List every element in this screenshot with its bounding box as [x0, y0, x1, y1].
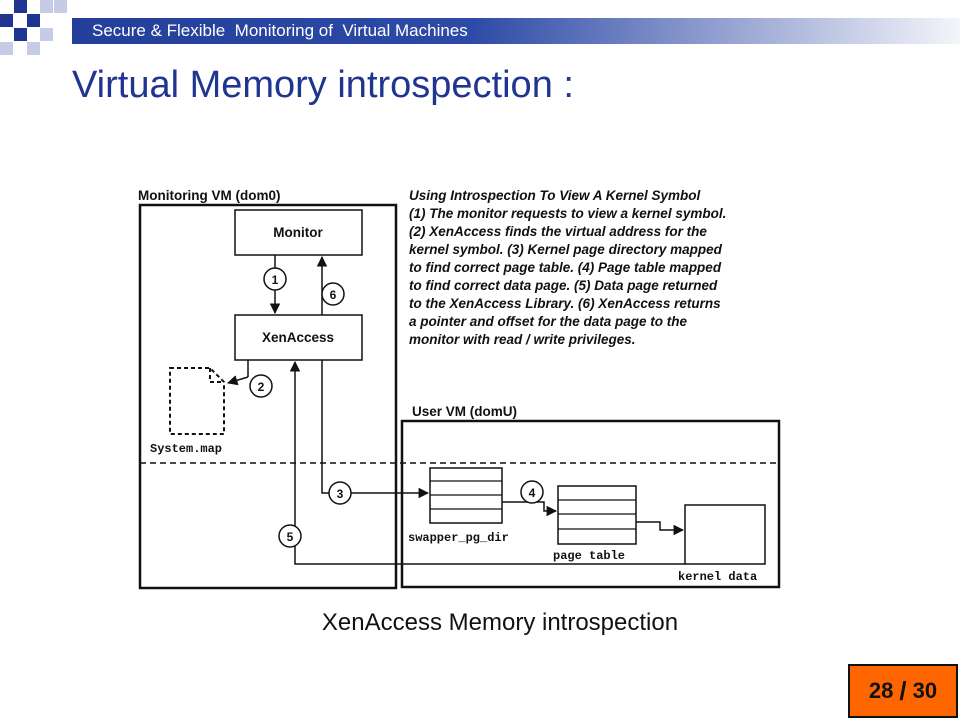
dom0-box [138, 203, 398, 590]
step-4-marker [520, 480, 544, 504]
page-number-badge: 28 / 30 [848, 664, 958, 718]
description-line: monitor with read / write privileges. [409, 332, 636, 347]
page-separator: / [899, 675, 907, 706]
description-line: kernel symbol. (3) Kernel page directory… [409, 242, 723, 257]
banner-text: Secure & Flexible Monitoring of Virtual … [92, 21, 468, 40]
description-line: a pointer and offset for the data page t… [409, 314, 688, 329]
xenaccess-box [234, 314, 363, 361]
step-5-label: 5 [287, 530, 294, 544]
kernel-data-label: kernel data [678, 570, 757, 584]
step-1-label: 1 [272, 273, 279, 287]
page-table-label: page table [553, 549, 625, 563]
domu-label: User VM (domU) [412, 404, 517, 419]
systemmap-label: System.map [150, 442, 222, 456]
step-3-marker [328, 481, 352, 505]
swapper-pg-dir-table [429, 467, 503, 524]
step-3-label: 3 [337, 487, 344, 501]
arrow-pagetable-to-kerneldata [636, 521, 685, 536]
arrow-step-5 [289, 360, 685, 565]
arrow-step-2-horizontal [226, 375, 249, 386]
domu-box [400, 419, 781, 589]
systemmap-file-icon [169, 367, 225, 435]
description-line: (1) The monitor requests to view a kerne… [409, 206, 726, 221]
page-total: 30 [912, 678, 938, 703]
slide-title: Virtual Memory introspection : [72, 64, 574, 106]
step-5-marker [278, 524, 302, 548]
decorative-squares [0, 0, 67, 55]
arrow-step-4 [502, 501, 558, 517]
description-line: to the XenAccess Library. (6) XenAccess … [409, 296, 721, 311]
step-6-label: 6 [330, 288, 337, 302]
swapper-pg-dir-label: swapper_pg_dir [408, 531, 509, 545]
figure-caption: XenAccess Memory introspection [321, 609, 679, 636]
step-1-marker [263, 267, 287, 291]
page-table [557, 485, 637, 545]
arrow-step-3 [321, 360, 430, 499]
description-line: (2) XenAccess finds the virtual address … [409, 224, 707, 239]
page-current: 28 [868, 678, 894, 703]
step-6-marker [321, 282, 345, 306]
step-4-label: 4 [529, 486, 536, 500]
xenaccess-label: XenAccess [262, 330, 334, 345]
step-2-label: 2 [258, 380, 265, 394]
header-banner: Secure & Flexible Monitoring of Virtual … [72, 18, 960, 44]
step-2-marker [249, 374, 273, 398]
description-line: to find correct data page. (5) Data page… [409, 278, 718, 293]
monitor-label: Monitor [273, 225, 323, 240]
dom0-label: Monitoring VM (dom0) [138, 188, 280, 203]
xenaccess-diagram: Monitoring VM (dom0) Monitor XenAccess 1… [138, 188, 781, 590]
description-line: to find correct page table. (4) Page tab… [409, 260, 722, 275]
monitor-box [234, 209, 363, 256]
kernel-data-box [684, 504, 766, 565]
description-heading: Using Introspection To View A Kernel Sym… [409, 188, 701, 203]
